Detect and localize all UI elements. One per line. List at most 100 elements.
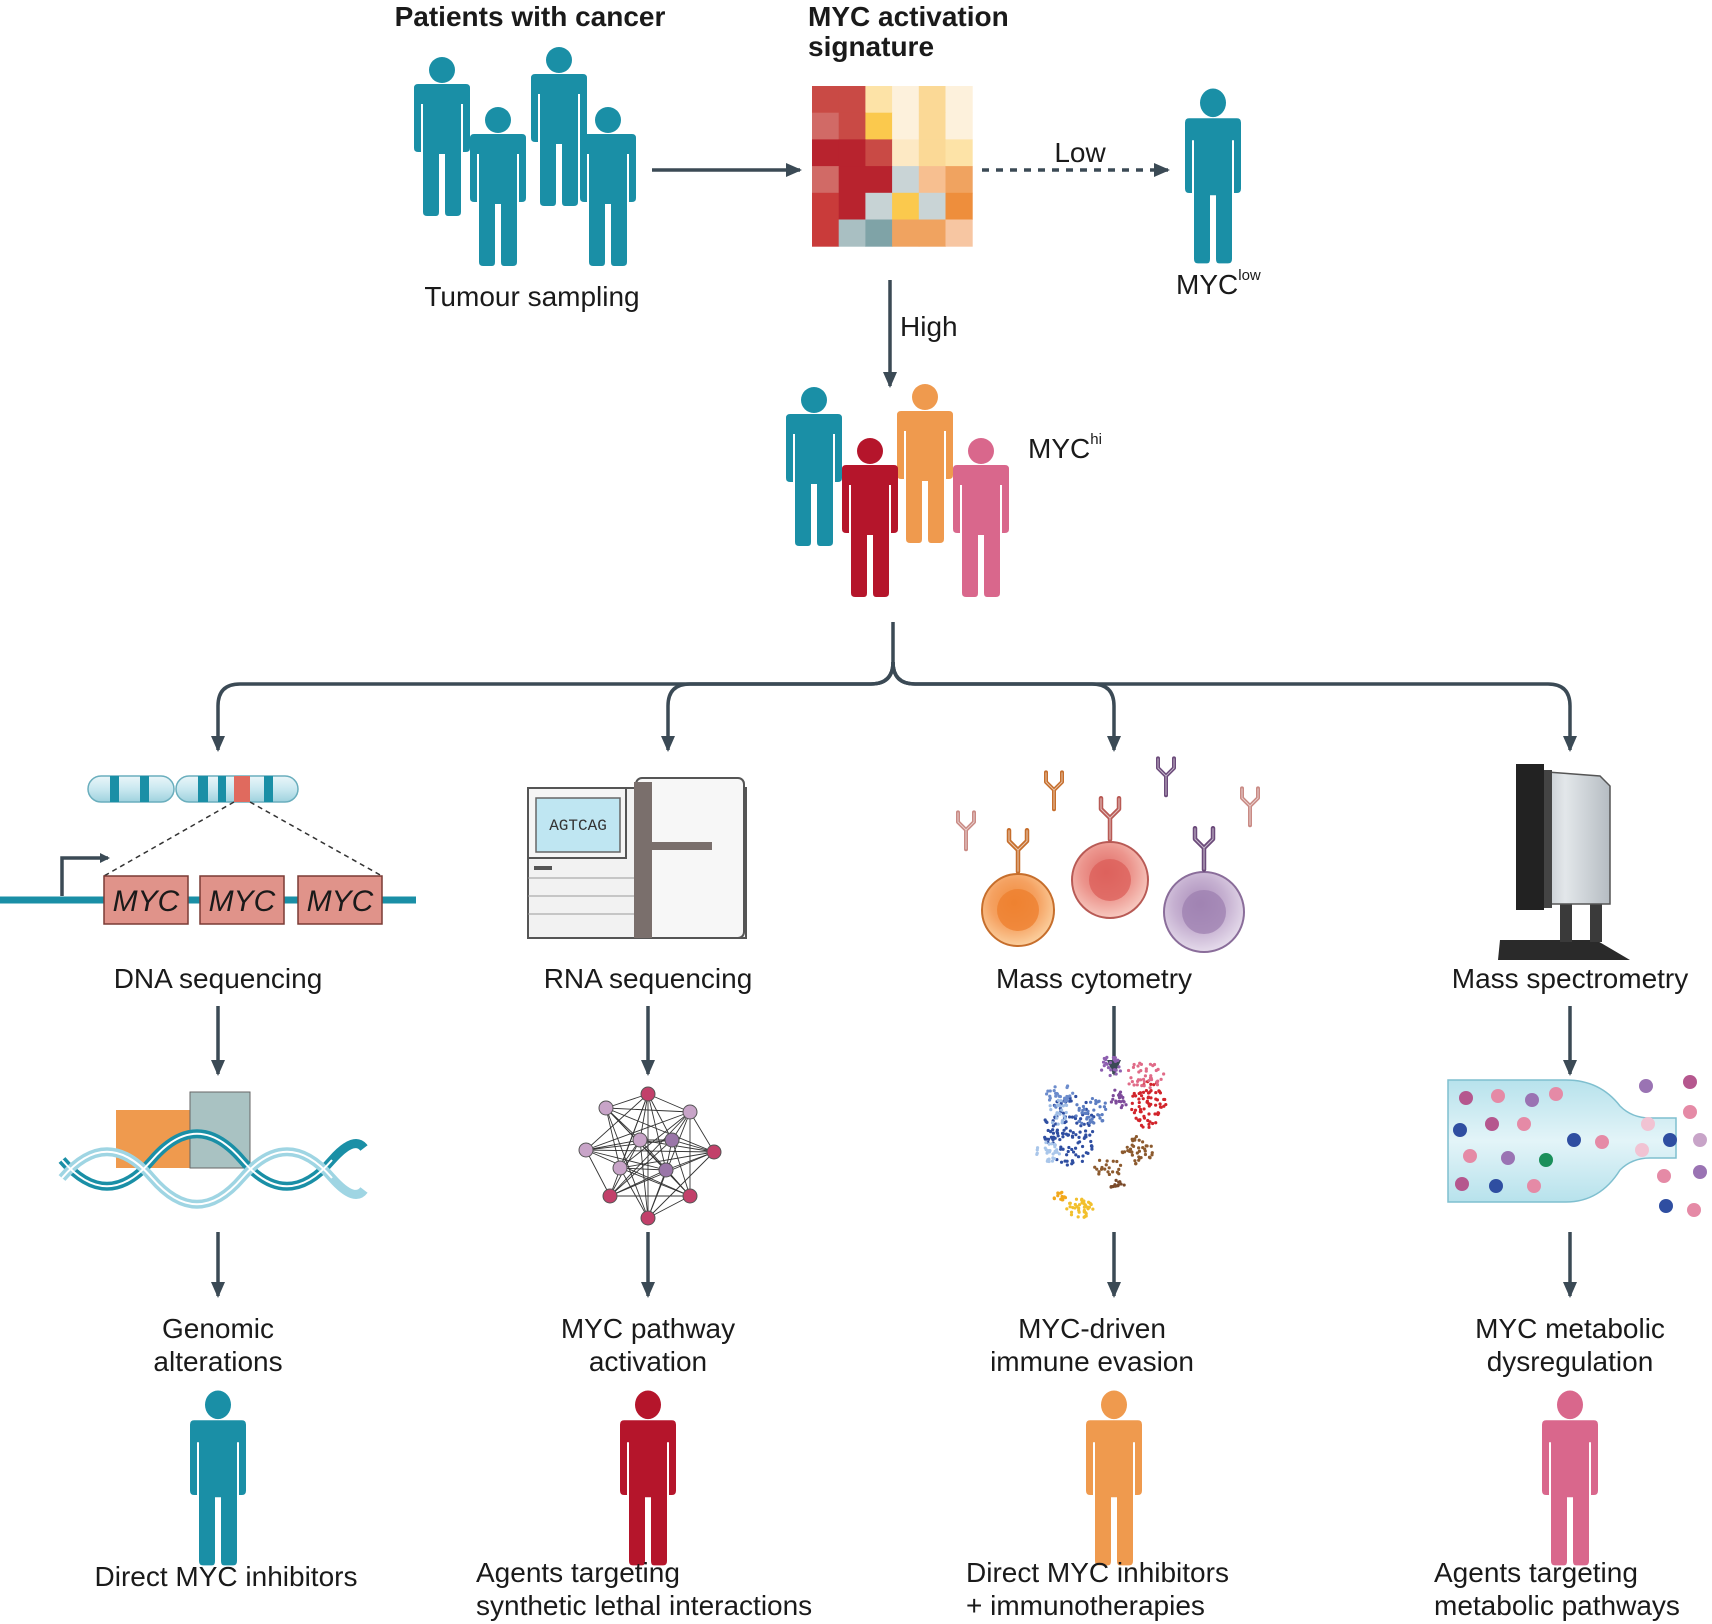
dna-sequencing-illustration: MYC MYC MYC: [0, 775, 416, 925]
cluster-point: [1091, 1207, 1095, 1211]
patient-icon: [531, 47, 587, 206]
cluster-point: [1051, 1128, 1055, 1132]
cluster-point: [1136, 1064, 1140, 1068]
heatmap-cell: [812, 139, 840, 167]
cluster-point: [1125, 1145, 1129, 1149]
patients-group: [414, 47, 636, 266]
cluster-point: [1135, 1083, 1139, 1087]
heatmap-cell: [892, 166, 920, 194]
heatmap-cell: [838, 166, 866, 194]
heatmap-cell: [865, 166, 893, 194]
cluster-point: [1068, 1129, 1072, 1133]
cluster-point: [1124, 1103, 1128, 1107]
cluster-point: [1090, 1117, 1094, 1121]
network-node: [598, 1100, 614, 1116]
cluster-point: [1119, 1100, 1123, 1104]
heatmap-cell: [812, 86, 840, 114]
cluster-point: [1077, 1108, 1081, 1112]
heatmap-cell: [812, 219, 840, 247]
cluster-point: [1109, 1068, 1113, 1072]
method-mass-cytometry: Mass cytometry: [995, 963, 1193, 994]
cluster-point: [1122, 1183, 1126, 1187]
mass-cytometry-illustration: [956, 756, 1260, 953]
cluster-point: [1106, 1170, 1110, 1174]
heatmap-cell: [865, 219, 893, 247]
cluster-point: [1077, 1203, 1082, 1207]
cluster-point: [1077, 1208, 1081, 1212]
heatmap-cell: [945, 166, 973, 194]
cluster-point: [1049, 1135, 1053, 1139]
cluster-point: [1155, 1083, 1160, 1087]
cluster-point: [1059, 1099, 1063, 1103]
cluster-point: [1143, 1149, 1147, 1153]
cluster-point: [1056, 1191, 1060, 1195]
metabolite-dot: [1693, 1133, 1707, 1147]
cluster-point: [1077, 1119, 1082, 1123]
cluster-point: [1052, 1196, 1056, 1200]
cluster-point: [1143, 1152, 1148, 1157]
cluster-point: [1104, 1107, 1108, 1111]
cluster-point: [1090, 1096, 1095, 1101]
cluster-point: [1051, 1124, 1055, 1128]
cluster-point: [1100, 1119, 1104, 1123]
network-node: [612, 1160, 628, 1176]
cluster-point: [1046, 1158, 1050, 1162]
cluster-point: [1060, 1108, 1064, 1112]
outcome-patients: [190, 1390, 1598, 1566]
metabolite-dot: [1683, 1075, 1697, 1089]
cluster-point: [1159, 1105, 1163, 1109]
tumour-sampling-label: Tumour sampling: [424, 281, 640, 312]
cluster-point: [1055, 1111, 1059, 1115]
cluster-point: [1102, 1105, 1107, 1109]
cluster-point: [1050, 1142, 1054, 1146]
cluster-point: [1130, 1107, 1134, 1112]
cluster-point: [1131, 1065, 1136, 1070]
cluster-point: [1096, 1113, 1100, 1117]
cluster-point: [1076, 1215, 1080, 1219]
myc-low-patient-icon: [1185, 88, 1241, 264]
therapy-myc-plus-immunotherapy: Direct MYC inhibitors+ immunotherapies: [966, 1557, 1229, 1621]
heatmap-cell: [918, 112, 946, 140]
cluster-point: [1046, 1089, 1050, 1093]
cluster-point: [1157, 1089, 1161, 1093]
cluster-point: [1118, 1163, 1123, 1167]
cluster-point: [1109, 1185, 1113, 1189]
cluster-point: [1060, 1119, 1064, 1123]
cluster-point: [1052, 1089, 1056, 1093]
cluster-point: [1078, 1130, 1082, 1134]
cluster-point: [1142, 1107, 1146, 1111]
metabolite-dot: [1641, 1117, 1655, 1131]
cluster-point: [1071, 1091, 1075, 1095]
cluster-point: [1135, 1151, 1139, 1155]
cluster-point: [1065, 1163, 1069, 1167]
metabolite-dot: [1517, 1117, 1531, 1131]
cluster-point: [1048, 1089, 1052, 1093]
cluster-point: [1111, 1097, 1115, 1101]
cluster-point: [1082, 1209, 1087, 1213]
cluster-point: [1117, 1167, 1121, 1171]
cluster-point: [1137, 1097, 1141, 1101]
cluster-point: [1155, 1098, 1160, 1102]
cluster-point: [1089, 1100, 1093, 1104]
cluster-point: [1074, 1133, 1078, 1137]
cluster-point: [1083, 1111, 1087, 1115]
patient-icon-red: [842, 438, 898, 597]
low-label: Low: [1054, 137, 1106, 168]
rna-sequencer-illustration: AGTCAG: [527, 777, 747, 939]
cluster-point: [1045, 1151, 1049, 1155]
cluster-point: [1074, 1094, 1078, 1099]
network-node: [640, 1210, 656, 1226]
heatmap-cell: [838, 112, 866, 140]
cluster-point: [1134, 1134, 1139, 1139]
heatmap-cell: [812, 166, 840, 194]
cluster-point: [1061, 1132, 1065, 1136]
cluster-point: [1084, 1212, 1088, 1216]
cluster-point: [1058, 1112, 1062, 1116]
metabolite-dot: [1453, 1123, 1467, 1137]
cluster-point: [1107, 1166, 1111, 1170]
cluster-point: [1130, 1137, 1134, 1141]
antibody-highlight: [1194, 828, 1214, 870]
cluster-point: [1130, 1101, 1134, 1105]
